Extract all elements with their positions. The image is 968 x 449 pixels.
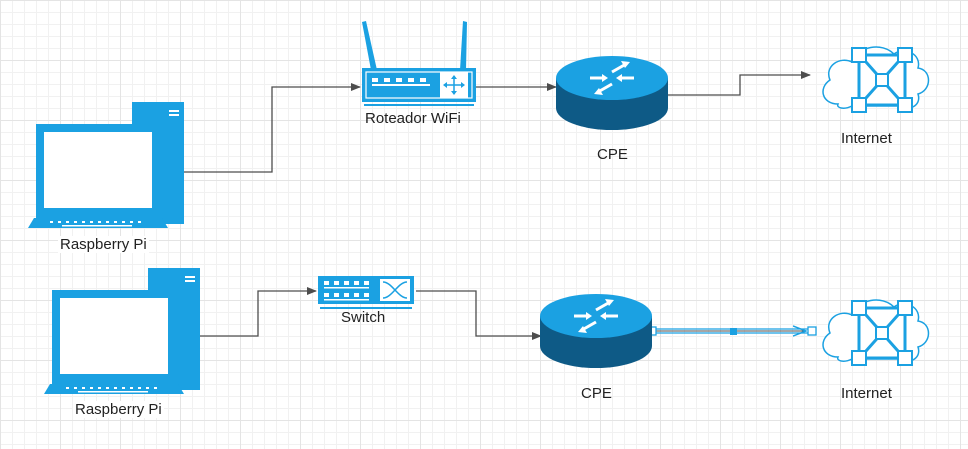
pi-bottom-label: Raspberry Pi <box>73 401 164 418</box>
router-label: Roteador WiFi <box>365 110 461 127</box>
internet-top-label: Internet <box>841 130 892 147</box>
desktop-computer-icon[interactable] <box>28 102 184 228</box>
link-cpe-to-internet <box>668 71 811 96</box>
internet-cloud-icon[interactable] <box>821 45 930 114</box>
router-cylinder-icon[interactable] <box>554 54 670 132</box>
link-pi-to-switch <box>196 287 317 337</box>
cpe-top-label: CPE <box>597 146 628 163</box>
internet-cloud-icon[interactable] <box>821 298 930 367</box>
cpe-bottom-label: CPE <box>581 385 612 402</box>
link-cpe-to-internet-selected[interactable] <box>647 327 817 335</box>
wifi-router-icon[interactable] <box>362 21 476 106</box>
desktop-computer-icon[interactable] <box>44 268 200 394</box>
internet-bottom-label: Internet <box>841 385 892 402</box>
link-pi-to-router <box>183 83 361 173</box>
switch-label: Switch <box>341 309 386 326</box>
router-cylinder-icon[interactable] <box>538 292 654 370</box>
link-switch-to-cpe <box>416 290 542 340</box>
network-switch-icon[interactable] <box>318 276 414 309</box>
pi-top-label: Raspberry Pi <box>58 236 149 253</box>
